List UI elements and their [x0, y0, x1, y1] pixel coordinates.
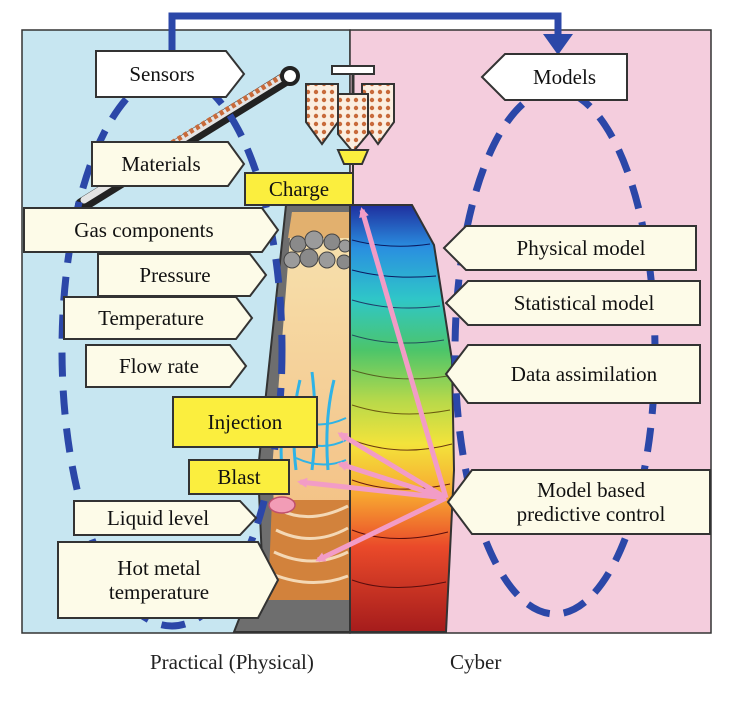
sensor-label-materials: Materials: [121, 151, 201, 176]
hot-metal-line-1: Hot metal: [117, 555, 201, 580]
sensor-label-pressure: Pressure: [139, 262, 211, 287]
sensor-label-hot-metal-temperature: Hot metal temperature: [58, 542, 260, 618]
model-label-shapes: [442, 53, 711, 535]
physical-panel-caption: Practical (Physical): [150, 650, 314, 674]
sensor-label-temperature: Temperature: [98, 305, 204, 330]
top-connector-arrowhead: [543, 34, 573, 55]
models-header: Models: [533, 64, 596, 89]
process-label-blast: Blast: [188, 459, 290, 495]
cyber-furnace: [349, 204, 456, 633]
top-connector-line: [168, 12, 562, 60]
conveyor-material: [158, 73, 284, 153]
control-arrows: [297, 207, 449, 563]
cyber-panel-caption: Cyber: [450, 650, 502, 674]
process-label-charge: Charge: [244, 172, 354, 206]
hot-metal-line-2: temperature: [108, 580, 210, 604]
sensor-label-shapes: [23, 50, 280, 619]
model-label-data-assimilation: Data assimilation: [510, 361, 658, 386]
model-label-predictive-control: Model based predictive control: [472, 470, 710, 534]
sensor-label-flow-rate: Flow rate: [119, 353, 199, 378]
charging-hoppers: [305, 65, 395, 180]
conveyor-pulley: [280, 66, 300, 86]
process-label-injection: Injection: [172, 396, 318, 448]
control-line-2: predictive control: [516, 502, 666, 526]
sensors-header: Sensors: [129, 61, 195, 86]
control-line-1: Model based: [537, 477, 645, 502]
sensor-label-gas-components: Gas components: [74, 217, 214, 242]
model-label-statistical-model: Statistical model: [513, 290, 655, 315]
sensor-label-liquid-level: Liquid level: [106, 505, 210, 530]
model-label-physical-model: Physical model: [516, 235, 646, 260]
